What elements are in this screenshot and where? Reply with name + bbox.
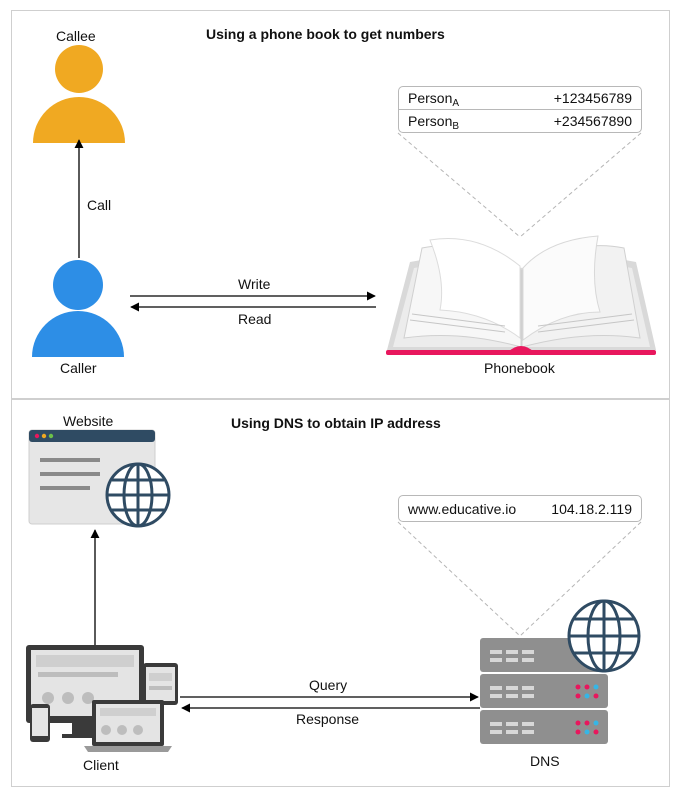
dns-label: DNS (530, 753, 560, 769)
query-label: Query (309, 677, 348, 693)
caller-label: Caller (60, 360, 97, 376)
dns-record-row: www.educative.io 104.18.2.119 (399, 498, 641, 520)
dns-title: Using DNS to obtain IP address (231, 415, 441, 431)
client-label: Client (83, 757, 119, 773)
dns-server-icon (480, 638, 608, 744)
phonebook-label: Phonebook (484, 360, 555, 376)
open-book-icon (386, 235, 656, 355)
phonebook-entry-row: PersonB +234567890 (399, 110, 641, 132)
dns-globe-icon (567, 599, 641, 673)
entry-number: +234567890 (553, 113, 632, 129)
entry-name: PersonB (408, 113, 460, 132)
phonebook-entries-table: PersonA +123456789 PersonB +234567890 (398, 86, 642, 133)
dns-record-table: www.educative.io 104.18.2.119 (398, 495, 642, 522)
caller-icon (32, 260, 124, 357)
callee-label: Callee (56, 28, 96, 44)
response-label: Response (296, 711, 360, 727)
website-label: Website (63, 413, 114, 429)
client-devices-icon (26, 645, 178, 752)
website-globe-icon (105, 462, 171, 528)
phonebook-callout-lines (397, 132, 642, 238)
entry-number: +123456789 (553, 90, 632, 106)
entry-name: PersonA (408, 90, 460, 109)
phonebook-entry-row: PersonA +123456789 (399, 87, 641, 110)
dns-record-domain: www.educative.io (408, 501, 517, 517)
read-label: Read (238, 311, 272, 327)
write-label: Write (238, 276, 271, 292)
call-label: Call (87, 197, 112, 213)
phonebook-title: Using a phone book to get numbers (206, 26, 445, 42)
callee-icon (33, 45, 125, 143)
dns-record-ip: 104.18.2.119 (551, 501, 632, 517)
